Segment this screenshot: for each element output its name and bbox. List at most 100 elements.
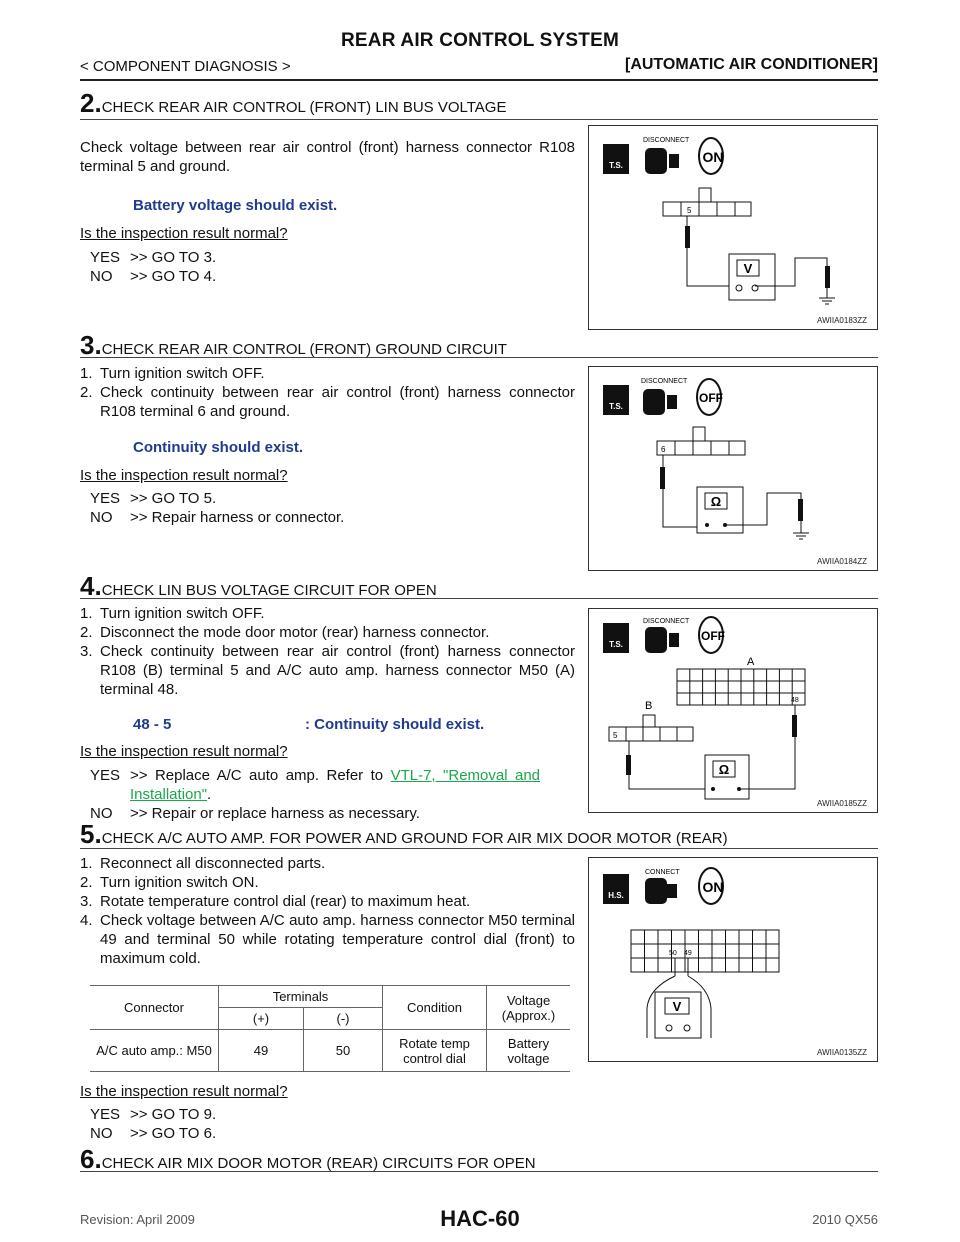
no-text: >> Repair or replace harness as necessar…: [130, 805, 420, 822]
step-divider: [80, 598, 878, 599]
svg-text:Ω: Ω: [711, 494, 721, 509]
figure-awiia0184zz: T.S. DISCONNECT OFF 6 Ω: [588, 366, 878, 571]
disconnect-connector-icon: [643, 389, 677, 415]
wiring-diagram: T.S. DISCONNECT ON 5 V: [603, 137, 835, 305]
svg-text:T.S.: T.S.: [609, 161, 623, 170]
pin-label: 6: [661, 445, 666, 454]
no-text: >> Repair harness or connector.: [130, 509, 345, 526]
step-3-heading: 3.CHECK REAR AIR CONTROL (FRONT) GROUND …: [80, 330, 507, 361]
figure-code: AWIIA0184ZZ: [817, 557, 867, 566]
section-label: < COMPONENT DIAGNOSIS >: [80, 58, 291, 75]
step-4-list: 1.Turn ignition switch OFF. 2.Disconnect…: [80, 604, 575, 699]
ts-badge-icon: T.S.: [603, 385, 629, 415]
figure-code: AWIIA0185ZZ: [817, 799, 867, 808]
step-3-answers: YES>> GO TO 5. NO>> Repair harness or co…: [90, 489, 344, 527]
disconnect-label: DISCONNECT: [643, 618, 690, 625]
column-header: Condition: [382, 985, 487, 1030]
step-divider: [80, 848, 878, 849]
svg-text:V: V: [673, 999, 682, 1014]
voltmeter-icon: V: [654, 991, 702, 1039]
connector-b: 5: [608, 714, 694, 742]
ts-badge-icon: T.S.: [603, 144, 629, 174]
wiring-diagram: T.S. DISCONNECT OFF A 48 B 5: [603, 616, 806, 800]
svg-text:T.S.: T.S.: [609, 640, 623, 649]
step-5-list: 1.Reconnect all disconnected parts. 2.Tu…: [80, 854, 575, 968]
svg-text:ON: ON: [703, 879, 724, 895]
step-2-intro: Check voltage between rear air control (…: [80, 139, 575, 175]
connect-label: CONNECT: [645, 869, 680, 876]
removal-installation-link[interactable]: VTL-7, "Removal and Installation": [130, 767, 541, 803]
list-item: 3.Rotate temperature control dial (rear)…: [80, 893, 471, 910]
pin-49-label: 49: [684, 950, 692, 957]
hs-badge-icon: H.S.: [603, 874, 629, 904]
step-4-answers: YES >> Replace A/C auto amp. Refer to VT…: [90, 766, 580, 823]
list-item: 1.Turn ignition switch OFF.: [80, 365, 265, 382]
disconnect-label: DISCONNECT: [643, 137, 690, 144]
pin-label: 5: [687, 206, 692, 215]
no-label: NO: [90, 509, 113, 526]
step-number: 4.: [80, 571, 102, 601]
step-title: CHECK REAR AIR CONTROL (FRONT) LIN BUS V…: [101, 99, 507, 116]
step-5-heading: 5.CHECK A/C AUTO AMP. FOR POWER AND GROU…: [80, 819, 728, 850]
column-header: Terminals: [218, 985, 383, 1008]
no-label: NO: [90, 1125, 113, 1142]
connect-connector-icon: [645, 878, 677, 904]
no-label: NO: [90, 268, 113, 285]
yes-label: YES: [90, 490, 121, 507]
ts-badge-icon: T.S.: [603, 623, 629, 653]
step-divider: [80, 119, 878, 120]
voltmeter-icon: V: [728, 253, 776, 301]
harness-connector: 5: [662, 187, 752, 217]
ground-icon: [819, 297, 835, 305]
step-2-spec: Battery voltage should exist.: [133, 197, 338, 214]
yes-text-end: .: [207, 786, 212, 803]
list-item: 2.Check continuity between rear air cont…: [80, 384, 575, 420]
yes-label: YES: [90, 767, 121, 784]
figure-awiia0135zz: H.S. CONNECT ON 50 49 V A: [588, 857, 878, 1062]
list-item: 1.Reconnect all disconnected parts.: [80, 855, 326, 872]
step-divider: [80, 1171, 878, 1172]
svg-text:V: V: [744, 261, 753, 276]
yes-text: >> Replace A/C auto amp. Refer to: [130, 767, 384, 784]
step-3-list: 1.Turn ignition switch OFF. 2.Check cont…: [80, 364, 575, 421]
figure-code: AWIIA0135ZZ: [817, 1048, 867, 1057]
step-4-spec: : Continuity should exist.: [305, 716, 485, 733]
disconnect-connector-icon: [645, 627, 679, 653]
step-number: 3.: [80, 330, 102, 360]
step-number: 6.: [80, 1144, 102, 1174]
wiring-diagram: T.S. DISCONNECT OFF 6 Ω: [603, 378, 809, 540]
category-label: [AUTOMATIC AIR CONDITIONER]: [624, 56, 878, 73]
list-item: 2.Disconnect the mode door motor (rear) …: [80, 624, 490, 641]
svg-text:Ω: Ω: [719, 762, 729, 777]
ignition-key-icon: OFF: [696, 378, 723, 416]
step-4-spec-terminals: 48 - 5: [133, 716, 172, 733]
step-4-heading: 4.CHECK LIN BUS VOLTAGE CIRCUIT FOR OPEN: [80, 571, 437, 602]
table-cell: Rotate temp control dial: [382, 1029, 487, 1072]
yes-text: >> GO TO 9.: [130, 1106, 217, 1123]
table-cell: 50: [302, 1029, 383, 1072]
step-title: CHECK LIN BUS VOLTAGE CIRCUIT FOR OPEN: [101, 582, 437, 599]
column-header: (+): [218, 1007, 304, 1030]
ignition-key-icon: OFF: [698, 616, 725, 654]
step-number: 5.: [80, 819, 102, 849]
connector-a: 48: [676, 668, 806, 706]
no-label: NO: [90, 805, 113, 822]
header-rule: [80, 79, 878, 81]
step-6-heading: 6.CHECK AIR MIX DOOR MOTOR (REAR) CIRCUI…: [80, 1144, 536, 1175]
svg-text:OFF: OFF: [701, 629, 725, 643]
pin-b-label: 5: [613, 731, 618, 740]
step-title: CHECK AIR MIX DOOR MOTOR (REAR) CIRCUITS…: [101, 1155, 536, 1172]
list-item: 3.Check continuity between rear air cont…: [80, 643, 575, 698]
ground-icon: [793, 532, 809, 540]
step-title: CHECK REAR AIR CONTROL (FRONT) GROUND CI…: [101, 341, 507, 358]
ohmmeter-icon: Ω: [704, 754, 750, 800]
column-header: Connector: [90, 985, 219, 1030]
step-5-answers: YES>> GO TO 9. NO>> GO TO 6.: [90, 1105, 216, 1143]
inspection-question: Is the inspection result normal?: [80, 743, 288, 760]
connector-b-label: B: [645, 700, 652, 712]
table-cell: 49: [218, 1029, 304, 1072]
step-2-answers: YES>> GO TO 3. NO>> GO TO 4.: [90, 248, 216, 286]
svg-text:T.S.: T.S.: [609, 402, 623, 411]
column-header: (-): [302, 1007, 383, 1030]
figure-awiia0183zz: T.S. DISCONNECT ON 5 V: [588, 125, 878, 330]
